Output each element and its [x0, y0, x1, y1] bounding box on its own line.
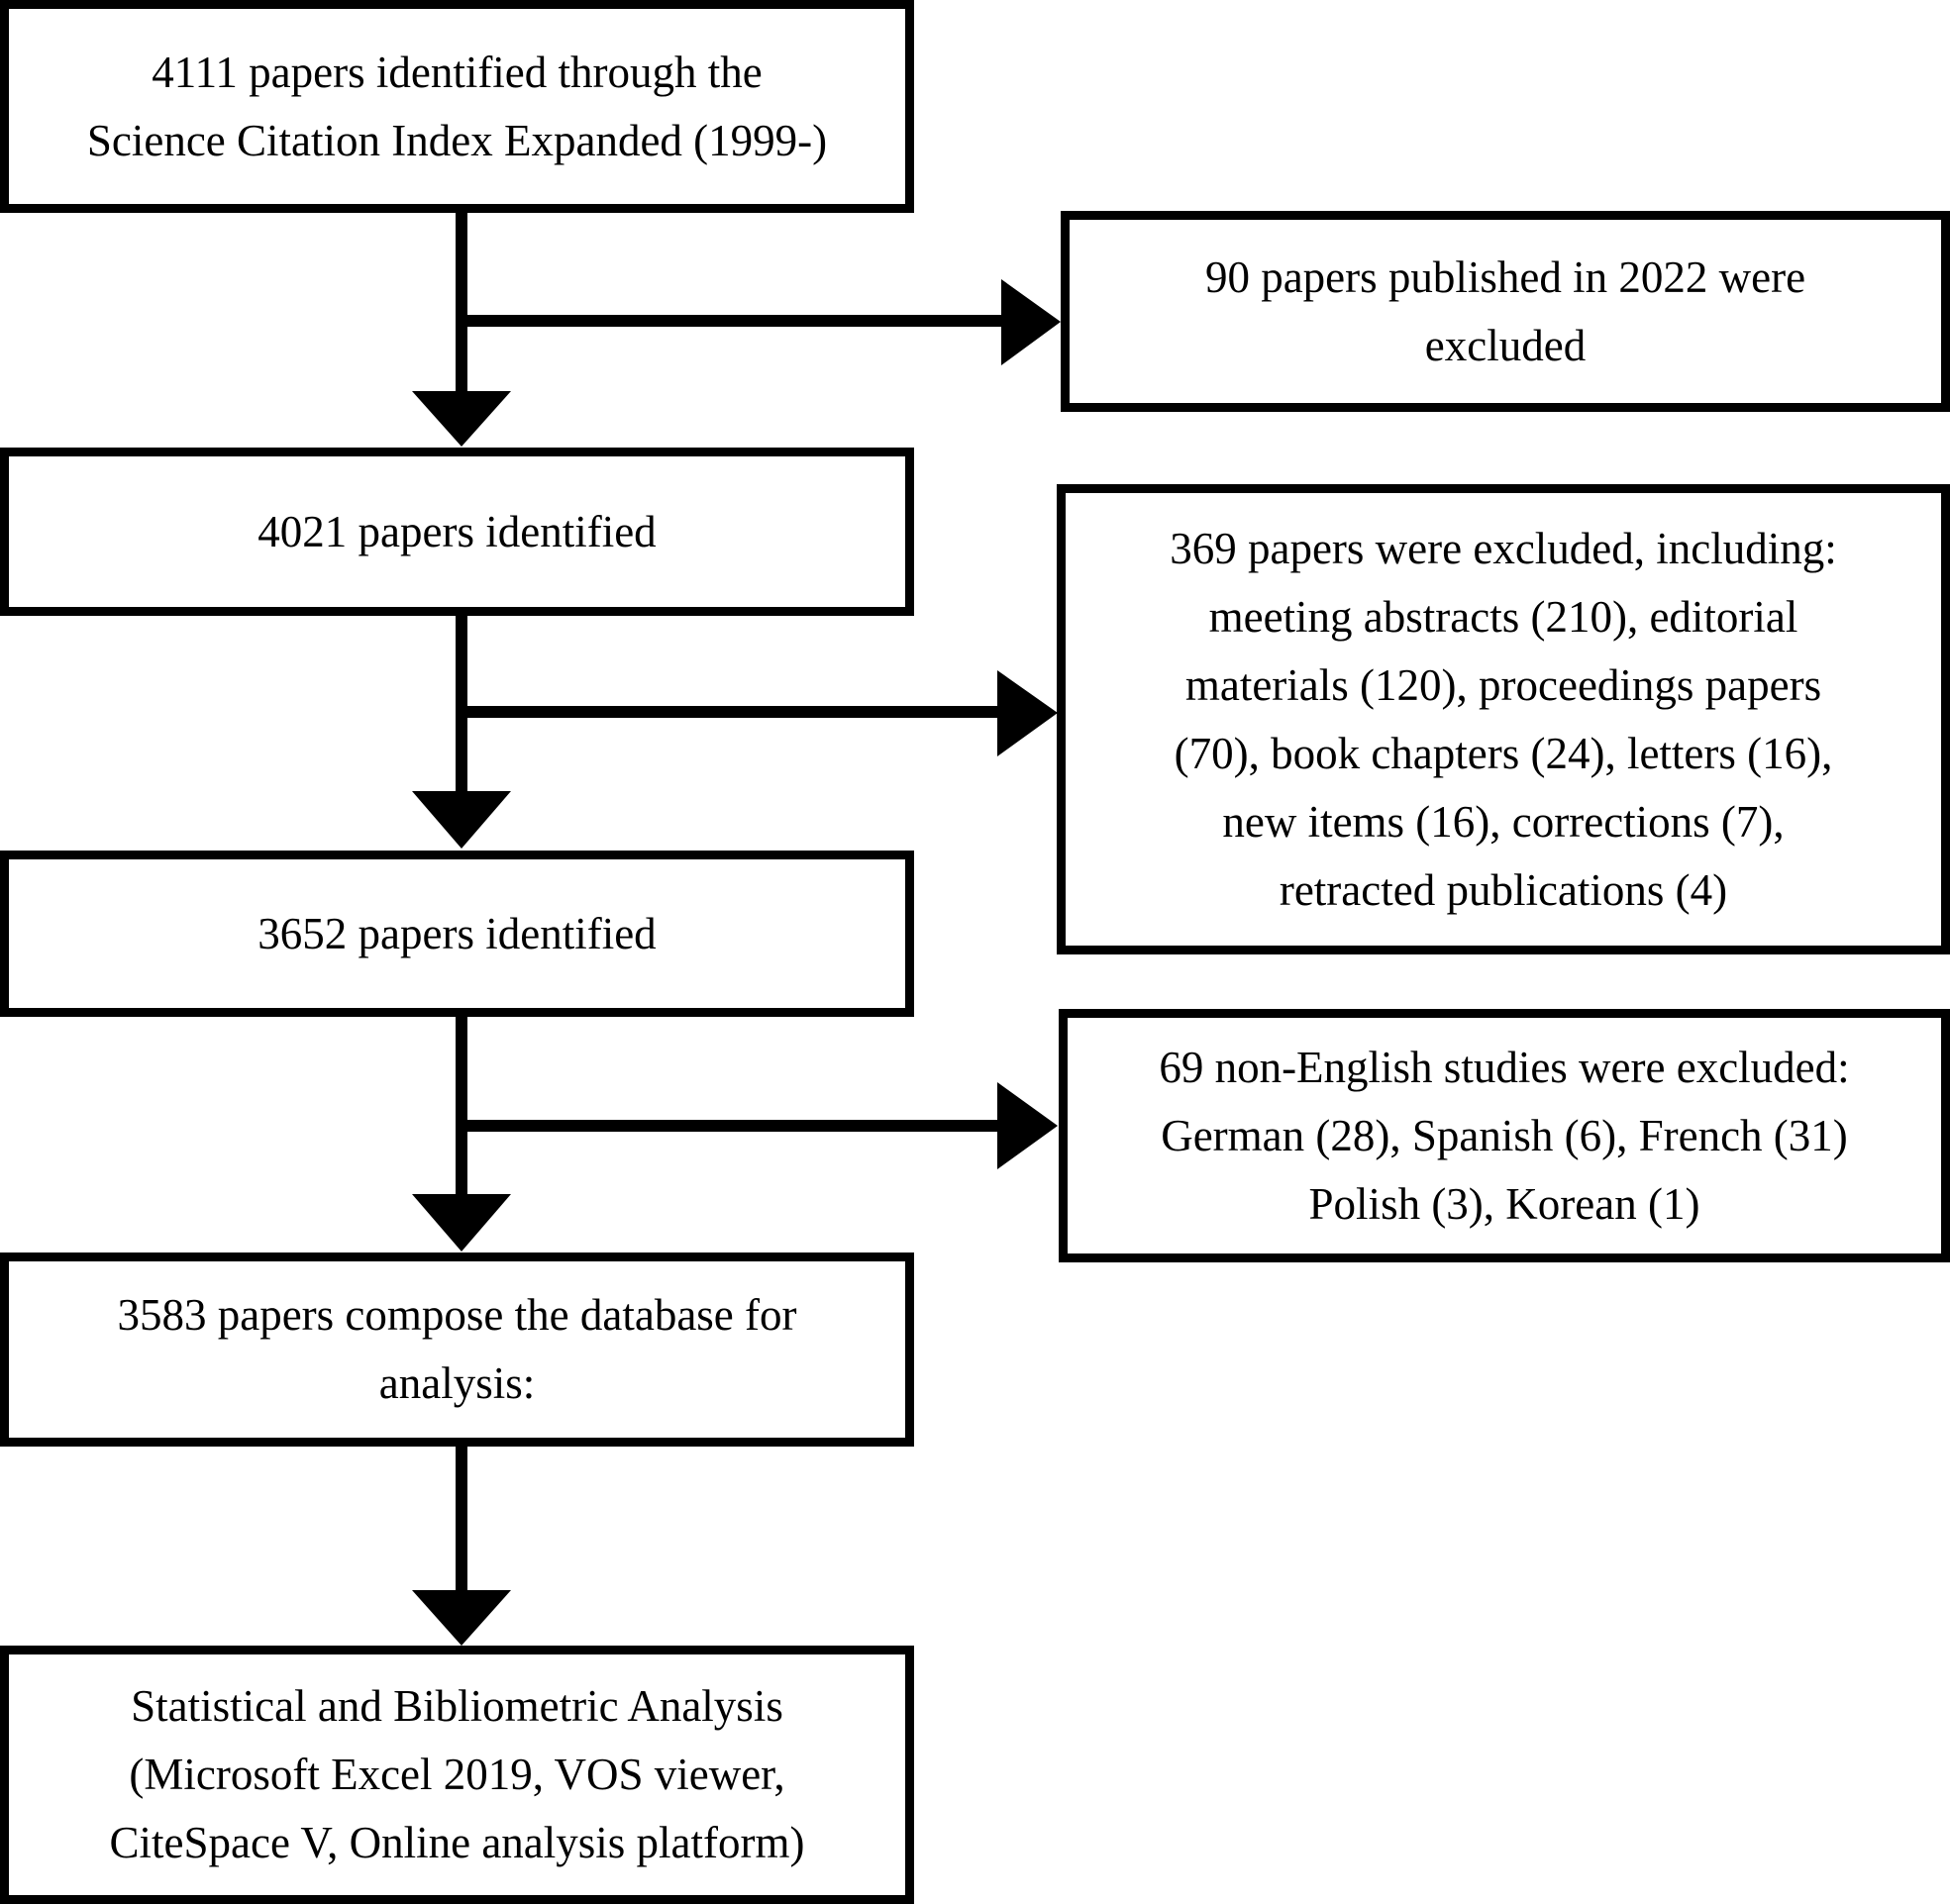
exclusion-text: 69 non-English studies were excluded: Ge… — [1159, 1042, 1850, 1229]
exclusion-text: 90 papers published in 2022 were exclude… — [1204, 251, 1806, 370]
step-box-3652-identified: 3652 papers identified — [0, 851, 914, 1017]
arrowhead-down-2 — [412, 791, 511, 849]
exclusion-text: 369 papers were excluded, including: mee… — [1170, 523, 1837, 915]
exclusion-box-2022: 90 papers published in 2022 were exclude… — [1061, 211, 1950, 412]
step-text: 4021 papers identified — [257, 506, 657, 556]
step-box-identified-sci: 4111 papers identified through the Scien… — [0, 0, 914, 213]
arrowhead-down-1 — [412, 391, 511, 447]
arrowhead-right-3 — [997, 1082, 1058, 1169]
step-text: 3652 papers identified — [257, 908, 657, 958]
exclusion-box-document-types: 369 papers were excluded, including: mee… — [1057, 484, 1950, 954]
arrowhead-right-1 — [1001, 279, 1061, 365]
step-box-analysis: Statistical and Bibliometric Analysis (M… — [0, 1646, 914, 1904]
step-text: 4111 papers identified through the Scien… — [86, 47, 828, 165]
step-text: Statistical and Bibliometric Analysis (M… — [109, 1681, 805, 1867]
step-text: 3583 papers compose the database for ana… — [117, 1290, 797, 1408]
arrowhead-right-2 — [997, 670, 1058, 756]
step-box-4021-identified: 4021 papers identified — [0, 448, 914, 616]
step-box-database: 3583 papers compose the database for ana… — [0, 1253, 914, 1447]
exclusion-box-non-english: 69 non-English studies were excluded: Ge… — [1059, 1009, 1950, 1262]
arrowhead-down-4 — [412, 1590, 511, 1646]
arrowhead-down-3 — [412, 1194, 511, 1252]
